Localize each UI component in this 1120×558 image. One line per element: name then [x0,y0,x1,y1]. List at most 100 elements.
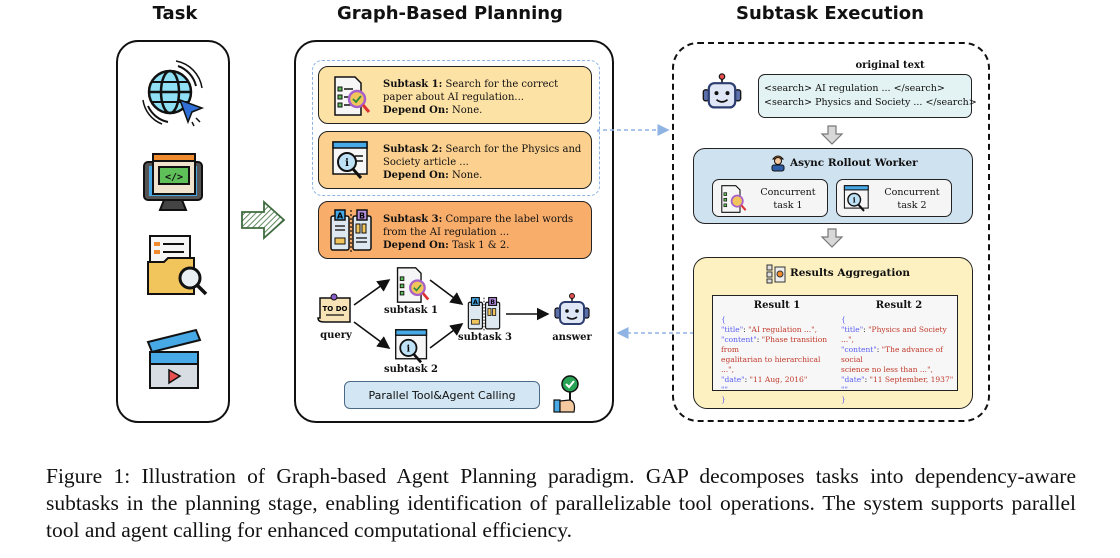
subtask-2-label: Subtask 2: [383,144,443,155]
dependency-graph [353,279,550,349]
figure-caption: Figure 1: Illustration of Graph-based Ag… [46,464,1076,542]
subtask-2-depend: None. [452,170,483,181]
async-rollout-worker: Async Rollout Worker Concurrent task 1 i… [693,148,973,224]
result-1-open: { [721,315,726,324]
connector-to-execution [597,124,670,136]
worker-title: Async Rollout Worker [790,157,918,169]
todo-note-icon: TO DO [317,293,351,323]
subtask-3-label: Subtask 3: [383,214,443,225]
parallel-group [312,60,600,196]
browser-search-icon: i [843,185,869,212]
result-1-date-key: "date" [721,375,745,384]
result-2-content-key: "content" [841,345,877,354]
result-2-open: { [841,315,846,324]
svg-text:B: B [490,299,495,306]
result-2-content-val: "The advance of social [841,345,943,364]
search-line-1: <search> AI regulation ... </search> [764,83,945,94]
subtask-2-text: Search for the Physics and Society artic… [383,144,582,168]
node-subtask1-label: subtask 1 [384,305,438,316]
robot-answer-icon [554,293,590,325]
svg-text:i: i [345,158,349,169]
subtask-3-depend: Task 1 & 2. [452,240,510,251]
globe-cursor-icon [142,60,205,127]
svg-text:TO DO: TO DO [323,305,348,313]
svg-text:i: i [407,345,411,355]
browser-search-icon: i [332,141,368,179]
node-subtask3-icon: A B [467,296,501,331]
subtask-2-depend-label: Depend On: [383,170,449,181]
subtask-3-depend-label: Depend On: [383,240,449,251]
planning-title: Graph-Based Planning [337,3,563,24]
subtask-1-depend: None. [452,105,483,116]
aggregation-title: Results Aggregation [790,267,911,279]
parallel-tool-agent-calling-button[interactable]: Parallel Tool&Agent Calling [344,381,540,409]
subtask-1-label: Subtask 1: [383,79,443,90]
flow-arrow-icon [241,199,286,241]
result-2: Result 2 { "title": "Physics and Society… [841,300,957,405]
svg-text:</>: </> [165,172,183,183]
node-subtask2-icon: i [395,329,428,364]
result-2-close: } [841,395,846,404]
edge-subtask2-subtask3 [429,323,464,349]
results-aggregation: Results Aggregation Result 1 { "title": … [693,257,973,409]
concurrent-task-2-line1: Concurrent [884,187,940,198]
edge-query-subtask2 [353,321,391,349]
result-2-title-key: "title" [841,325,864,334]
result-1-close: } [721,395,726,404]
down-arrow-icon [820,228,844,248]
folder-search-icon [147,235,208,296]
thumbs-up-check-icon [553,375,579,413]
original-text-label: original text [855,60,925,71]
subtask-card-1: Subtask 1: Search for the correct paper … [318,66,592,124]
result-1-content-key: "content" [721,335,757,344]
down-arrow-icon [820,125,844,145]
task-title: Task [152,3,198,24]
result-1-title-key: "title" [721,325,744,334]
concurrent-task-2-line2: task 2 [897,200,927,211]
concurrent-task-2: i Concurrent task 2 [836,179,952,217]
result-2-ellipsis: "" [841,385,848,394]
search-query-box: <search> AI regulation ... </search> <se… [758,74,977,118]
result-2-date-val: "11 September, 1937" [869,375,954,384]
search-line-2: <search> Physics and Society ... </searc… [764,97,977,108]
result-1: Result 1 { "title": "AI regulation ...",… [721,300,833,405]
parallel-calling-label: Parallel Tool&Agent Calling [368,388,516,402]
result-1-content-val: "Phase transition from [721,335,828,354]
subtask-3-text: Compare the label words from the AI regu… [383,214,574,238]
concurrent-task-1-line2: task 1 [773,200,803,211]
result-2-title-val: "Physics and Society ...", [841,325,947,344]
compare-ab-icon: A B [330,209,372,252]
svg-text:A: A [473,299,478,306]
result-1-title: Result 1 [753,300,801,311]
node-answer-label: answer [552,332,592,343]
svg-text:B: B [359,212,365,221]
node-subtask1-icon [396,267,430,303]
execution-panel [672,42,990,422]
worker-icon [771,155,785,172]
node-query-label: query [320,330,352,341]
result-1-date-val: "11 Aug, 2016" [749,375,808,384]
node-subtask2-label: subtask 2 [384,364,438,375]
edge-subtask1-subtask3 [429,279,464,305]
aggregation-icon [766,264,786,284]
node-subtask3-label: subtask 3 [458,332,512,343]
svg-text:i: i [853,196,856,205]
result-2-date-key: "date" [841,375,865,384]
task-panel: </> [116,40,230,423]
result-1-ellipsis: "" [721,385,728,394]
clapperboard-icon [146,328,202,389]
edge-query-subtask1 [353,279,391,306]
code-monitor-icon: </> [143,153,203,211]
subtask-1-depend-label: Depend On: [383,105,449,116]
results-box: Result 1 { "title": "AI regulation ...",… [712,295,958,404]
result-1-title-val: "AI regulation ...", [748,325,817,334]
result-2-title: Result 2 [875,300,923,311]
checklist-search-icon [721,185,747,213]
checklist-search-icon [334,76,371,116]
result-1-content-val-cont: egalitarian to hierarchical ...", [721,355,821,374]
execution-title: Subtask Execution [736,3,924,24]
svg-text:A: A [337,212,344,221]
subtask-card-3: A B Subtask 3: Compare the label words f… [318,201,592,259]
robot-icon [702,73,742,109]
result-2-content-val-cont: science no less than ...", [841,365,933,374]
